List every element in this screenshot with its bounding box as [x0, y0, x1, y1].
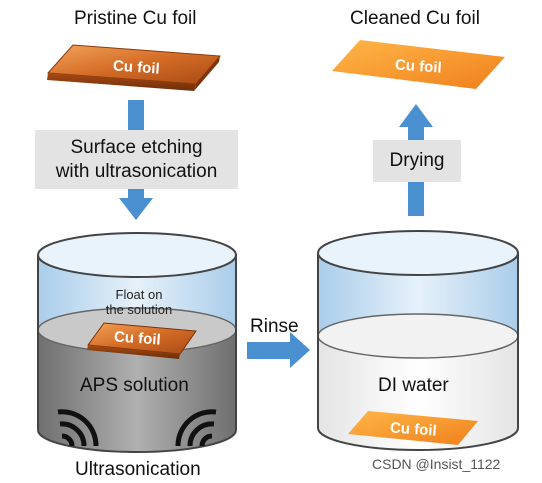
float-note: Float on the solution [96, 287, 182, 317]
aps-solution-label: APS solution [80, 375, 189, 396]
rinse-arrow [247, 332, 310, 368]
floating-foil-label: Cu foil [113, 328, 161, 348]
ultrasonication-label: Ultrasonication [75, 459, 201, 480]
di-water-label: DI water [378, 375, 449, 396]
right-beaker: Cu foil [317, 230, 519, 451]
submerged-foil-label: Cu foil [389, 419, 437, 439]
cleaned-foil-label: Cu foil [394, 56, 442, 76]
di-water-surface [317, 313, 519, 359]
etching-step-line2: with ultrasonication [55, 160, 218, 182]
pristine-title: Pristine Cu foil [74, 8, 197, 29]
ultrasound-waves-right-icon [175, 409, 217, 447]
pristine-cu-foil: Cu foil [46, 44, 222, 91]
floating-cu-foil: Cu foil [87, 322, 197, 359]
left-beaker-rim [37, 232, 237, 278]
drying-step-label: Drying [389, 150, 445, 171]
up-arrow-right [399, 104, 433, 216]
etching-step-box: Surface etching with ultrasonication [35, 130, 238, 189]
left-beaker: Cu foil [37, 232, 237, 453]
etching-step-line1: Surface etching [70, 136, 203, 158]
cleaned-cu-foil: Cu foil [332, 40, 505, 89]
float-note-line2: the solution [105, 302, 173, 317]
down-arrow-left [119, 100, 153, 220]
ultrasound-waves-left-icon [57, 409, 99, 447]
cleaned-title: Cleaned Cu foil [350, 8, 480, 29]
float-note-line1: Float on [115, 287, 163, 302]
submerged-cu-foil: Cu foil [348, 411, 478, 445]
drying-step-box: Drying [373, 140, 461, 182]
right-beaker-rim [317, 230, 519, 276]
watermark-text: CSDN @Insist_1122 [372, 456, 501, 472]
pristine-foil-label: Cu foil [112, 57, 160, 77]
rinse-label: Rinse [250, 316, 299, 337]
